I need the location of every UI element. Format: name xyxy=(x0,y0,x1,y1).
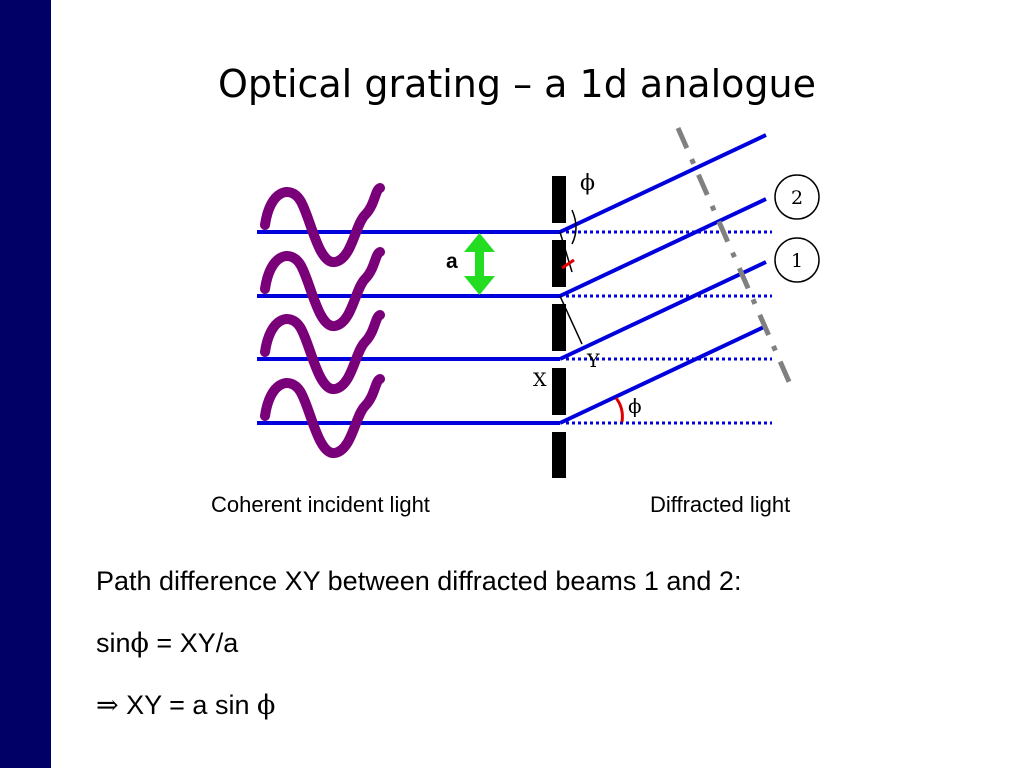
path-difference-text: Path difference XY between diffracted be… xyxy=(96,566,742,596)
incident-waves xyxy=(260,183,385,458)
grating xyxy=(552,176,566,478)
grating-bar xyxy=(552,176,566,223)
slide-title: Optical grating – a 1d analogue xyxy=(218,62,816,106)
grating-bar xyxy=(552,304,566,351)
wave xyxy=(260,310,385,394)
phi-symbol: ϕ xyxy=(256,690,276,721)
diffracted-beams xyxy=(559,133,767,425)
beam-2-circle xyxy=(774,174,820,220)
sin-text: sin xyxy=(96,628,131,658)
point-x-label: X xyxy=(533,369,547,391)
grating-bar xyxy=(552,240,566,287)
beam-labels xyxy=(774,174,820,283)
sine-equation: sinϕ = XY/a xyxy=(96,628,238,659)
undeviated-dotted-lines xyxy=(566,230,772,425)
wave xyxy=(260,374,385,458)
implies-arrow: ⇒ xyxy=(96,690,119,721)
spacing-label: a xyxy=(446,250,458,273)
construction-lines xyxy=(559,209,583,345)
point-y-label: Y xyxy=(586,350,600,372)
beam-2-label: 2 xyxy=(791,187,803,209)
spacing-arrow xyxy=(464,233,495,295)
equation-rhs: = XY/a xyxy=(148,628,239,658)
phi-symbol: ϕ xyxy=(130,628,149,659)
wave xyxy=(260,247,385,331)
diffracted-light-caption: Diffracted light xyxy=(650,492,791,517)
result-text: XY = a sin xyxy=(118,690,257,720)
left-sidebar-bar xyxy=(0,0,51,768)
diffracted-beam xyxy=(559,324,767,425)
wave xyxy=(260,183,385,267)
beam-1-circle xyxy=(774,237,820,283)
result-equation: ⇒ XY = a sin ϕ xyxy=(96,690,275,721)
phi-label-bottom: ϕ xyxy=(628,394,642,418)
phi-label-top: ϕ xyxy=(580,171,595,196)
diffracted-beam xyxy=(559,197,767,298)
incident-light-caption: Coherent incident light xyxy=(211,492,430,517)
grating-bar xyxy=(552,368,566,415)
beam-1-label: 1 xyxy=(791,250,803,272)
grating-bar xyxy=(552,432,566,478)
wavefront-line xyxy=(675,126,793,386)
diffracted-beam xyxy=(559,133,767,234)
angle-arcs xyxy=(561,258,624,423)
diffracted-beam xyxy=(559,260,767,361)
